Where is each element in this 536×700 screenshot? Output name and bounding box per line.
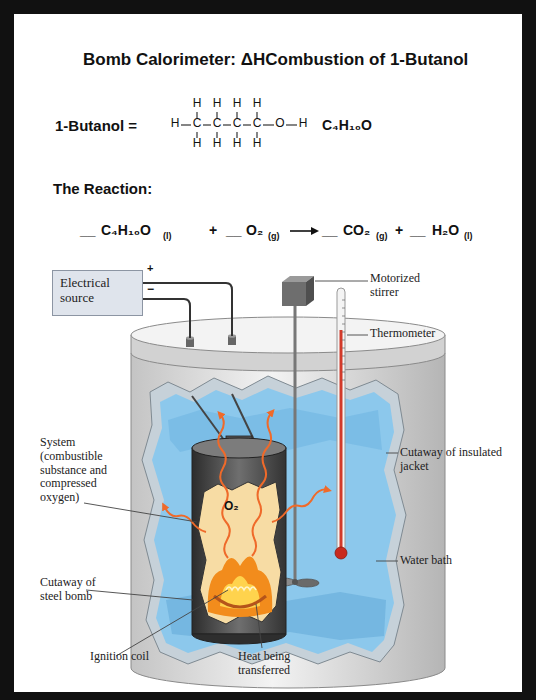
thermometer-ticks: [342, 300, 345, 380]
reactant-formula: O₂: [246, 222, 263, 238]
wire: [232, 394, 254, 440]
leader-line: [386, 453, 398, 454]
phase-label: (l): [464, 231, 473, 241]
heat-arrow: [252, 412, 272, 556]
formula-name: 1-Butanol =: [55, 117, 137, 134]
callout-label: Cutaway of steel bomb: [40, 576, 120, 604]
leader-line: [84, 503, 197, 522]
stirrer-motor: [282, 282, 306, 306]
atom-label: O: [275, 117, 284, 131]
phase-label: (g): [376, 231, 388, 241]
callout-label: Heat being transferred: [238, 650, 318, 678]
plus-sign: +: [395, 222, 403, 238]
leader-lines: [84, 281, 398, 656]
calorimeter-body: [131, 353, 445, 688]
thermometer-bulb: [335, 547, 347, 559]
thermometer-column: [340, 330, 343, 552]
callout-label: Cutaway of insulated jacket: [400, 446, 510, 474]
plus-sign: +: [209, 222, 217, 238]
atom-label: H: [171, 117, 180, 131]
diagram-title: Bomb Calorimeter: ΔHCombustion of 1-Buta…: [83, 50, 468, 70]
bond: [223, 124, 231, 125]
atom-label: H: [193, 97, 202, 111]
leader-line: [376, 561, 398, 562]
molecular-formula: C₄H₁₀O: [322, 117, 372, 133]
gas-label: O₂: [224, 500, 239, 514]
reaction-arrow: [290, 230, 312, 232]
atom-label: H: [233, 97, 242, 111]
leader-line: [116, 590, 228, 656]
stirrer-hub: [292, 579, 298, 585]
atom-label: H: [253, 137, 262, 151]
atom-label: C: [213, 117, 222, 131]
atom-label: H: [253, 97, 262, 111]
reactant-formula: C₄H₁₀O: [101, 222, 151, 238]
node-text: Electrical source: [60, 276, 135, 306]
polarity-sign: +: [147, 262, 153, 275]
callout-label: Thermometer: [370, 327, 435, 341]
atom-label: H: [213, 97, 222, 111]
callout-label: Ignition coil: [90, 650, 150, 664]
atom-label: C: [253, 117, 262, 131]
callout-label: Motorized stirrer: [370, 272, 450, 300]
thermometer-tube: [337, 288, 345, 554]
wire: [143, 283, 232, 336]
bond: [263, 124, 274, 125]
phase-label: (l): [163, 231, 172, 241]
product-formula: H₂O: [432, 222, 459, 238]
sample-cup: [214, 596, 266, 607]
polarity-sign: −: [147, 283, 154, 297]
section-heading: The Reaction:: [53, 180, 152, 197]
atom-label: C: [193, 117, 202, 131]
leader-line: [86, 590, 193, 600]
bond: [286, 124, 297, 125]
product-formula: CO₂: [343, 222, 370, 238]
jacket-cutaway: [142, 376, 406, 664]
steel-bomb: [192, 448, 286, 634]
bond: [243, 124, 251, 125]
heat-arrow: [272, 490, 328, 522]
atom-label: C: [233, 117, 242, 131]
stirrer-blade: [295, 579, 319, 587]
coefficient-blank: __: [410, 222, 426, 238]
bond: [203, 124, 211, 125]
steel-bomb-base: [192, 634, 286, 644]
callout-label: Water bath: [400, 554, 452, 568]
ignition-coil: [226, 587, 256, 590]
heat-arrows: [164, 412, 328, 558]
bond-lines: [181, 112, 297, 138]
flame: [208, 556, 272, 617]
heat-arrow: [218, 414, 230, 558]
stirrer-shaft: [294, 306, 297, 582]
callout-label: System (combustible substance and compre…: [40, 436, 128, 505]
bomb-cutaway: [198, 482, 281, 624]
page-panel: [14, 14, 522, 692]
reaction-arrowhead: [311, 227, 319, 235]
stirrer-motor: [306, 276, 314, 306]
atom-label: H: [193, 137, 202, 151]
wire: [143, 299, 190, 338]
leader-line: [256, 604, 262, 648]
heat-arrow: [164, 506, 206, 532]
calorimeter-lid: [131, 317, 445, 353]
leader-line: [315, 281, 368, 282]
leader-line: [347, 335, 368, 336]
steel-bomb-top: [192, 438, 286, 458]
coefficient-blank: __: [322, 222, 338, 238]
source-box: Electrical source: [52, 270, 143, 316]
coefficient-blank: __: [80, 222, 96, 238]
bond: [181, 124, 191, 125]
atom-label: H: [213, 137, 222, 151]
coefficient-blank: __: [226, 222, 242, 238]
atom-label: H: [233, 137, 242, 151]
atom-label: H: [299, 117, 308, 131]
phase-label: (g): [268, 231, 280, 241]
